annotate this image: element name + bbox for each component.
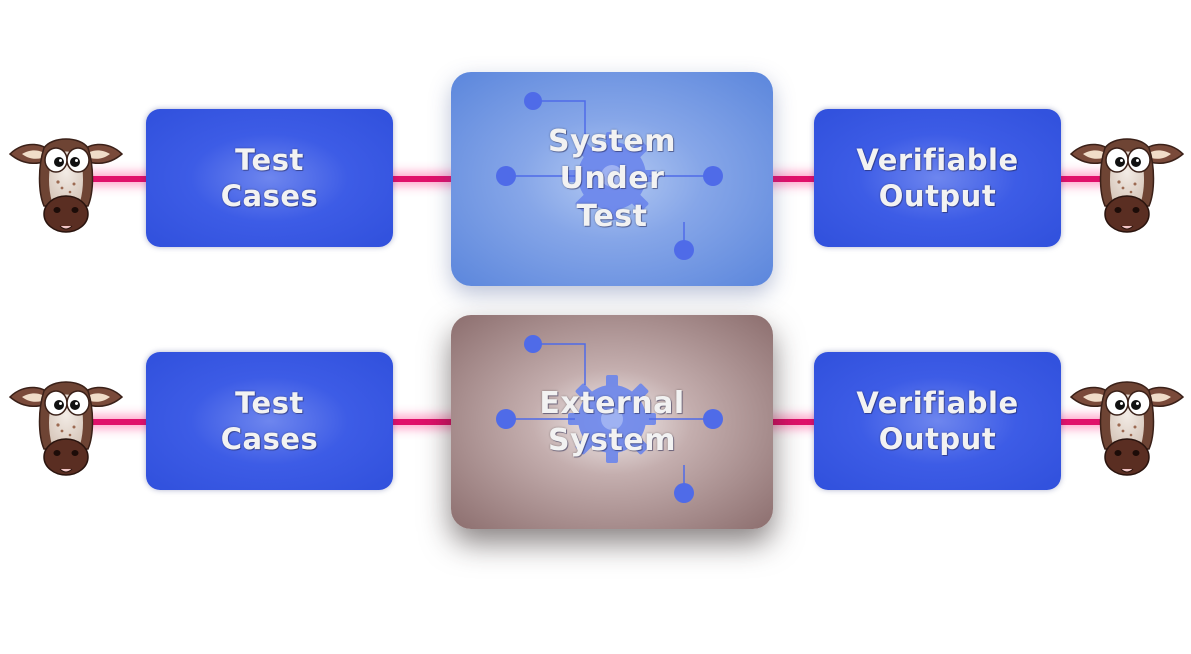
connector-line: [70, 176, 160, 182]
connector-line: [1050, 176, 1110, 182]
connector-line: [1050, 419, 1110, 425]
test-cases-box: Test Cases: [146, 109, 393, 247]
connector-line: [70, 419, 160, 425]
verifiable-output-box: Verifiable Output: [814, 352, 1061, 490]
cow-head-icon: [1070, 381, 1184, 476]
test-cases-label: Test Cases: [220, 385, 319, 456]
external-system-label: External System: [539, 385, 685, 459]
verifiable-output-label: Verifiable Output: [856, 385, 1019, 456]
connector-line: [760, 176, 830, 182]
test-cases-box: Test Cases: [146, 352, 393, 490]
test-cases-label: Test Cases: [220, 142, 319, 213]
cow-head-icon: [9, 138, 123, 233]
verifiable-output-label: Verifiable Output: [856, 142, 1019, 213]
diagram-row-1: Test Cases System Under Test Verifiable …: [0, 60, 1191, 300]
connector-line: [380, 419, 465, 425]
verifiable-output-box: Verifiable Output: [814, 109, 1061, 247]
diagram-row-2: Test Cases External System Verifiable Ou…: [0, 303, 1191, 543]
system-under-test-label: System Under Test: [548, 123, 676, 234]
external-system-box: External System: [451, 315, 773, 529]
system-under-test-box: System Under Test: [451, 72, 773, 286]
connector-line: [760, 419, 830, 425]
cow-head-icon: [1070, 138, 1184, 233]
connector-line: [380, 176, 465, 182]
cow-head-icon: [9, 381, 123, 476]
